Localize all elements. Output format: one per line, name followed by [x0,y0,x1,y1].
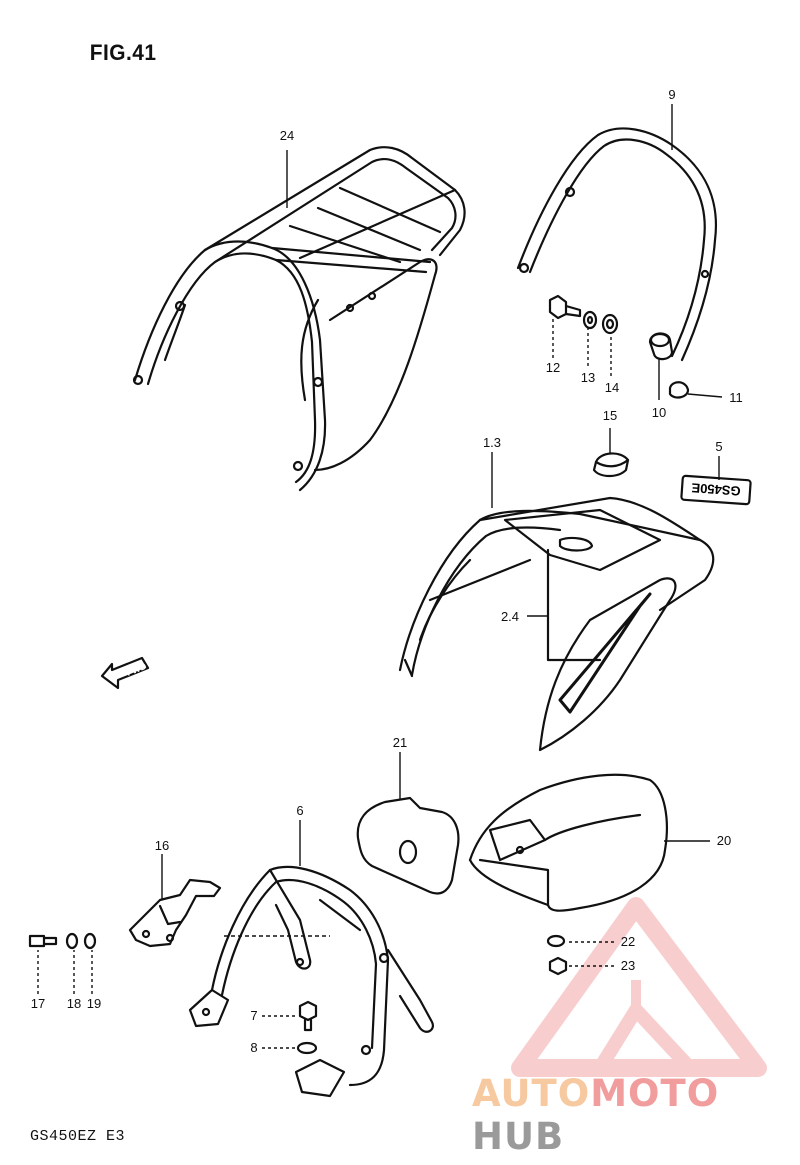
callout-5: 5 [715,439,722,454]
callout-19: 19 [87,996,101,1011]
model-code: GS450EZ E3 [30,1128,126,1145]
part-23-nut [548,956,568,976]
part-1-3-tail-cover [398,496,715,752]
part-10-cushion [648,332,674,361]
part-11-cap [668,381,690,399]
leader-11 [687,393,723,398]
callout-12: 12 [546,360,560,375]
callout-20: 20 [717,833,731,848]
watermark-moto: MOTO [590,1072,720,1115]
part-5-emblem [680,474,752,506]
part-13-washer [582,310,598,330]
fwd-arrow-icon [100,656,150,690]
callout-9: 9 [668,87,675,102]
callout-14: 14 [605,380,619,395]
callout-22: 22 [621,934,635,949]
part-21-cover-plate [356,796,460,895]
part-15-cushion [592,452,630,478]
callout-21: 21 [393,735,407,750]
callout-24: 24 [280,128,294,143]
callout-2-4: 2.4 [501,609,519,624]
callout-7: 7 [250,1008,257,1023]
callout-11: 11 [729,390,743,405]
callout-15: 15 [603,408,617,423]
part-24-rear-carrier [132,146,466,492]
callout-6: 6 [296,803,303,818]
callout-1-3: 1.3 [483,435,501,450]
callout-13: 13 [581,370,595,385]
watermark-logo-icon [511,897,767,1077]
part-20-tail-cowl [468,773,668,912]
callout-18: 18 [67,996,81,1011]
part-19-washer [83,932,97,950]
part-22-washer [546,934,566,948]
part-12-bolt [548,294,582,320]
part-14-washer [601,313,619,335]
part-18-washer [65,932,79,950]
watermark-text: AUTOMOTO HUB [472,1072,800,1158]
part-6-rear-bracket [188,865,434,1098]
callout-8: 8 [250,1040,257,1055]
part-8-washer [296,1041,318,1055]
callout-23: 23 [621,958,635,973]
emblem-text: GS450E [691,480,741,498]
callout-17: 17 [31,996,45,1011]
watermark-auto: AUTO [472,1072,591,1115]
watermark-hub: HUB [472,1115,565,1158]
part-17-screw [28,934,58,948]
callout-16: 16 [155,838,169,853]
callout-10: 10 [652,405,666,420]
figure-title: FIG.41 [89,40,157,65]
part-16-seat-lock [128,878,222,948]
leader-lines [37,104,723,1049]
part-7-bolt [298,1000,318,1032]
callout-labels: 24 9 12 13 14 10 11 15 5 1.3 2.4 21 20 6… [31,87,743,1055]
